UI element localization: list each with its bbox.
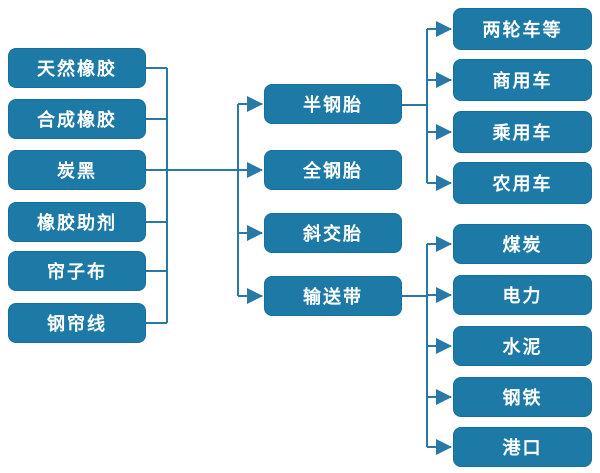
node-bias-tire: 斜交胎 — [264, 213, 402, 253]
node-coal: 煤炭 — [453, 224, 592, 264]
node-commercial-vehicle: 商用车 — [453, 59, 592, 101]
node-natural-rubber: 天然橡胶 — [8, 48, 146, 88]
node-rubber-additives: 橡胶助剂 — [8, 202, 146, 242]
node-agricultural-vehicle: 农用车 — [453, 162, 592, 204]
node-steel: 钢铁 — [453, 377, 592, 417]
node-electric-power: 电力 — [453, 275, 592, 315]
node-all-steel-tire: 全钢胎 — [264, 150, 402, 190]
node-cement: 水泥 — [453, 326, 592, 366]
connector-group — [146, 21, 452, 455]
node-steel-cord: 钢帘线 — [8, 303, 146, 343]
node-port: 港口 — [453, 427, 592, 467]
node-two-wheelers: 两轮车等 — [453, 8, 592, 50]
node-semi-steel-tire: 半钢胎 — [264, 84, 402, 124]
node-carbon-black: 炭黑 — [8, 150, 146, 190]
node-conveyor-belt: 输送带 — [264, 276, 402, 316]
node-passenger-vehicle: 乘用车 — [453, 111, 592, 153]
node-cord-fabric: 帘子布 — [8, 251, 146, 291]
node-synthetic-rubber: 合成橡胶 — [8, 99, 146, 139]
